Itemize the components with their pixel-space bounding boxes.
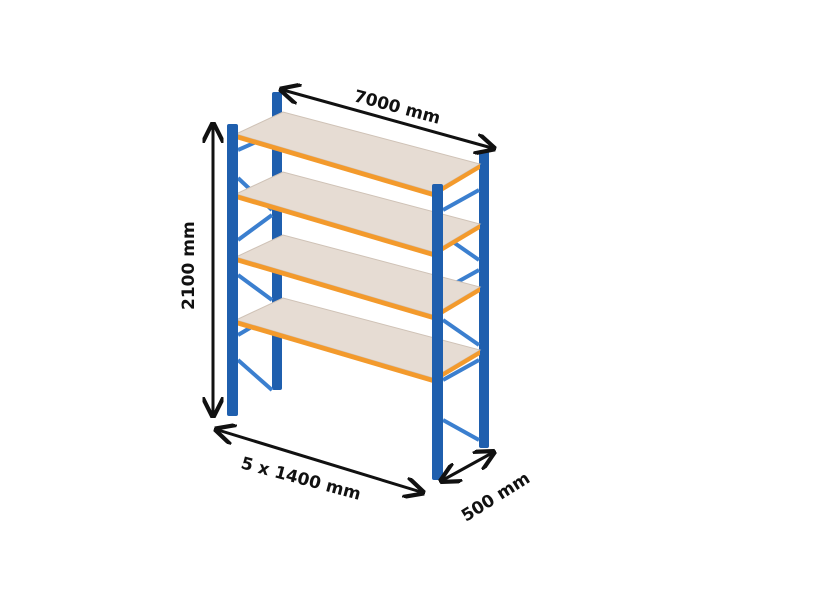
front-beam xyxy=(236,257,433,320)
depth-label: 500 mm xyxy=(458,469,534,527)
right-brace-1 xyxy=(442,188,480,212)
shelf-level-4 xyxy=(234,297,482,383)
front-beam xyxy=(236,194,433,257)
bay-width-dimension-line xyxy=(218,430,421,492)
right-brace-4 xyxy=(441,318,481,347)
shelf-level-2 xyxy=(234,171,482,257)
left-front-upright xyxy=(227,124,238,416)
front-beam xyxy=(236,320,433,383)
side-beam xyxy=(433,287,480,320)
shelf-levels xyxy=(234,111,482,383)
left-brace-6 xyxy=(236,358,274,392)
depth-dimension-line xyxy=(443,453,492,480)
left-brace-3 xyxy=(236,213,274,242)
right-front-upright xyxy=(432,184,443,480)
front-upright-frame xyxy=(227,124,443,480)
side-beam xyxy=(433,224,480,257)
right-brace-5 xyxy=(442,358,480,382)
right-brace-6 xyxy=(442,418,480,442)
length-dimension-line xyxy=(283,90,492,148)
bay-width-label: 5 x 1400 mm xyxy=(239,454,363,505)
shelf-level-3 xyxy=(234,234,482,320)
left-brace-4 xyxy=(236,273,274,302)
height-label: 2100 mm xyxy=(179,221,199,310)
side-beam xyxy=(433,164,480,197)
right-rear-upright xyxy=(479,150,489,448)
side-beam xyxy=(433,350,480,383)
